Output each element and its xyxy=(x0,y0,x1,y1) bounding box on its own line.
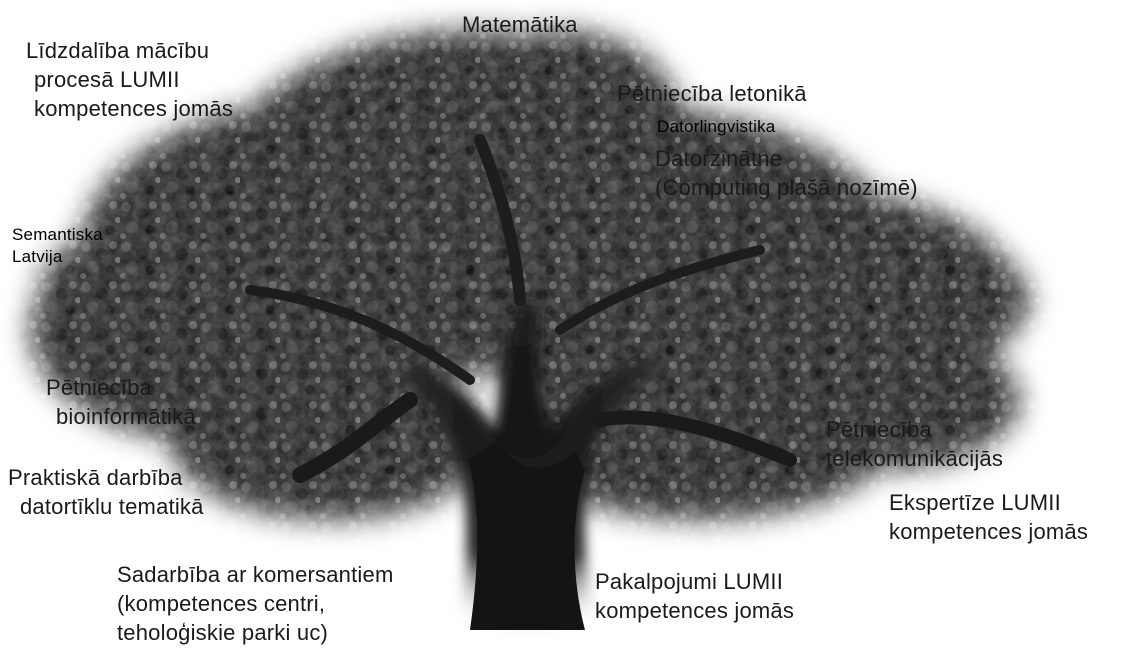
label-ekspertize: Ekspertīze LUMII kompetences jomās xyxy=(889,488,1088,546)
label-line: Pētniecība xyxy=(826,415,1003,444)
label-letonika: Pētniecība letonikā xyxy=(617,79,807,108)
label-line: Sadarbība ar komersantiem xyxy=(117,560,393,589)
label-pakalpojumi: Pakalpojumi LUMII kompetences jomās xyxy=(595,567,794,625)
label-lidzdaliba: Līdzdalība mācību procesā LUMII kompeten… xyxy=(26,36,233,123)
label-line: Praktiskā darbība xyxy=(8,463,204,492)
label-line: kompetences jomās xyxy=(889,517,1088,546)
label-line: Datorzinātne xyxy=(655,144,918,173)
label-line: (Computing plašā nozīmē) xyxy=(655,173,918,202)
label-line: Ekspertīze LUMII xyxy=(889,488,1088,517)
label-line: Semantiska xyxy=(12,224,103,246)
label-line: Latvija xyxy=(12,246,103,268)
label-matematika: Matemātika xyxy=(462,10,578,39)
label-line: Pētniecība letonikā xyxy=(617,79,807,108)
label-praktiska: Praktiskā darbība datortīklu tematikā xyxy=(8,463,204,521)
label-datorlingvistika: Datorlingvistika xyxy=(657,116,775,138)
label-line: Pakalpojumi LUMII xyxy=(595,567,794,596)
label-bioinformatika: Pētniecība bioinformātikā xyxy=(46,373,196,431)
label-line: bioinformātikā xyxy=(46,402,196,431)
label-line: telekomunikācijās xyxy=(826,444,1003,473)
label-line: (kompetences centri, xyxy=(117,589,393,618)
label-line: Datorlingvistika xyxy=(657,116,775,138)
label-line: procesā LUMII xyxy=(26,65,233,94)
label-line: kompetences jomās xyxy=(26,94,233,123)
label-line: datortīklu tematikā xyxy=(8,492,204,521)
label-line: kompetences jomās xyxy=(595,596,794,625)
label-line: Matemātika xyxy=(462,10,578,39)
label-line: Līdzdalība mācību xyxy=(26,36,233,65)
label-sadarbiba: Sadarbība ar komersantiem (kompetences c… xyxy=(117,560,393,647)
label-line: teholoģiskie parki uc) xyxy=(117,618,393,647)
label-telekomunikacijas: Pētniecība telekomunikācijās xyxy=(826,415,1003,473)
label-line: Pētniecība xyxy=(46,373,196,402)
label-semantiska: Semantiska Latvija xyxy=(12,224,103,268)
label-datorzinatne: Datorzinātne (Computing plašā nozīmē) xyxy=(655,144,918,202)
